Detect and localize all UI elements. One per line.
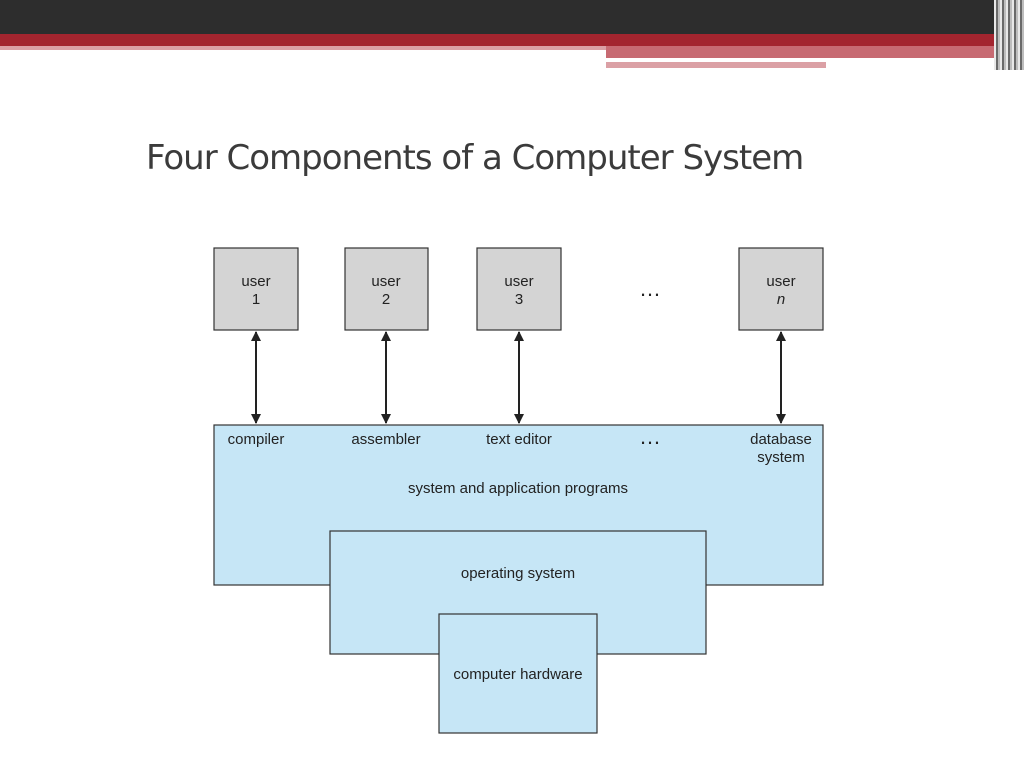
program-assembler: assembler [351,431,420,448]
header-red-bar [0,34,1024,46]
user-3-label: user [504,273,533,290]
user-box-2: user 2 [344,247,429,331]
program-text-editor: text editor [486,431,552,448]
operating-system-label: operating system [461,565,575,582]
program-database: database [750,431,812,448]
header-stripes [994,0,1024,70]
user-box-3: user 3 [476,247,562,331]
slide-title: Four Components of a Computer System [146,138,804,178]
programs-layer-label: system and application programs [408,480,628,497]
user-box-1: user 1 [213,247,299,331]
user-1-number: 1 [252,291,260,308]
programs-ellipsis: … [639,424,661,449]
header-dark-bar [0,0,1024,34]
header-pink-block [606,46,1024,58]
user-3-number: 3 [515,291,523,308]
user-box-n: user n [738,247,824,331]
user-2-label: user [371,273,400,290]
user-n-label: user [766,273,795,290]
users-ellipsis: … [639,276,661,301]
user-2-number: 2 [382,291,390,308]
user-1-label: user [241,273,270,290]
user-n-number: n [777,291,785,308]
hardware-layer [438,613,598,734]
program-database-system: system [757,449,805,466]
header-pink-thin-line [606,62,826,68]
program-compiler: compiler [228,431,285,448]
hardware-label: computer hardware [453,666,582,683]
header-pink-line [0,46,606,50]
